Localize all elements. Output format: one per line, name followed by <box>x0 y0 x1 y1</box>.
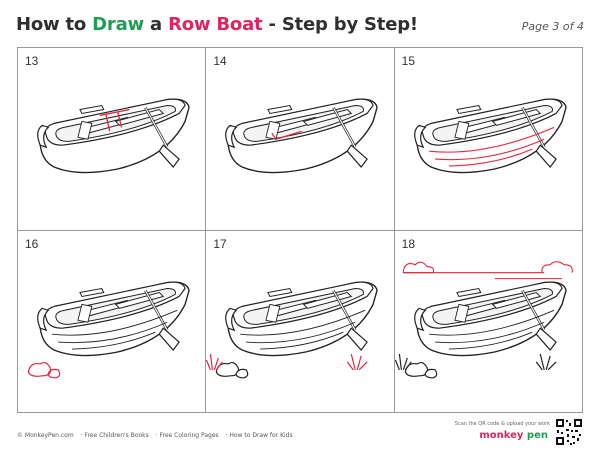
boat-drawing <box>27 280 191 378</box>
step-panel-13: 13 <box>18 48 207 231</box>
page-title: How to Draw a Row Boat - Step by Step! <box>16 14 418 35</box>
step-number: 15 <box>401 54 416 68</box>
boat-drawing <box>36 97 191 174</box>
boat-drawing <box>394 260 573 378</box>
boat-drawing <box>224 97 379 174</box>
footer-link[interactable]: · Free Coloring Pages <box>155 432 219 439</box>
footer-links: © MonkeyPen.com · Free Children's Books … <box>17 432 298 439</box>
boat-drawing <box>206 280 379 378</box>
step-panel-18: 18 <box>394 230 583 413</box>
footer-link[interactable]: · Free Children's Books <box>80 432 149 439</box>
page-number: Page 3 of 4 <box>521 20 584 33</box>
title-boat-word: Row Boat <box>168 14 263 35</box>
qr-code-icon <box>555 418 583 446</box>
footer-link[interactable]: · How to Draw for Kids <box>225 432 293 439</box>
step-number: 17 <box>213 236 227 251</box>
step-panel-17: 17 <box>206 230 395 413</box>
scan-text: Scan the QR code & upload your work <box>454 421 550 427</box>
brand-logo: monkey pen <box>479 430 548 441</box>
steps-grid: 13 14 15 16 17 <box>17 47 583 413</box>
step-panel-14: 14 <box>206 48 395 231</box>
step-panel-16: 16 <box>18 230 207 413</box>
title-draw-word: Draw <box>92 14 144 35</box>
step-number: 14 <box>213 54 227 68</box>
step-number: 16 <box>25 236 39 251</box>
step-number: 13 <box>25 54 39 68</box>
step-number: 18 <box>401 236 416 251</box>
boat-drawing <box>413 97 567 174</box>
step-panel-15: 15 <box>394 48 583 231</box>
footer-link[interactable]: © MonkeyPen.com <box>17 432 74 439</box>
